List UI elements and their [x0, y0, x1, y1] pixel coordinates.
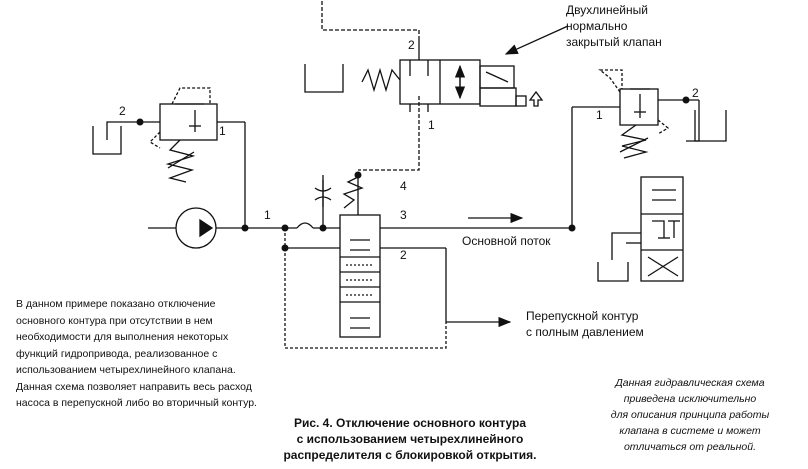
- figure-caption: Рис. 4. Отключение основного контура с и…: [283, 416, 537, 462]
- description-text: В данном примере показано отключение осн…: [16, 298, 257, 409]
- junction-dots: [136, 96, 690, 252]
- central-four-way-valve: [339, 172, 381, 338]
- port-2-bypass: 2: [400, 248, 407, 262]
- pilot-lines: [285, 96, 512, 349]
- port-1-right-relief: 1: [596, 108, 603, 122]
- port-1-valve-bottom: 1: [428, 118, 435, 132]
- line-jumps: [284, 175, 340, 348]
- port-1-left-relief: 1: [219, 124, 226, 138]
- port-3: 3: [400, 208, 407, 222]
- right-directional-valve: [597, 176, 684, 282]
- top-two-way-valve: [304, 0, 544, 112]
- port-2-left-relief: 2: [119, 104, 126, 118]
- disclaimer-note: Данная гидравлическая схема приведена ис…: [610, 377, 770, 453]
- port-4: 4: [400, 179, 407, 193]
- right-relief-valve: [571, 69, 727, 228]
- port-1-pump-line: 1: [264, 208, 271, 222]
- bypass-label: Перепускной контур с полным давлением: [526, 309, 644, 339]
- pump-symbol: [148, 207, 245, 249]
- port-2-valve-top: 2: [408, 38, 415, 52]
- valve-title-label: Двухлинейный нормально закрытый клапан: [566, 3, 662, 49]
- left-relief-valve: [92, 87, 246, 228]
- main-flow-label: Основной поток: [462, 234, 551, 248]
- port-2-right-relief: 2: [692, 86, 699, 100]
